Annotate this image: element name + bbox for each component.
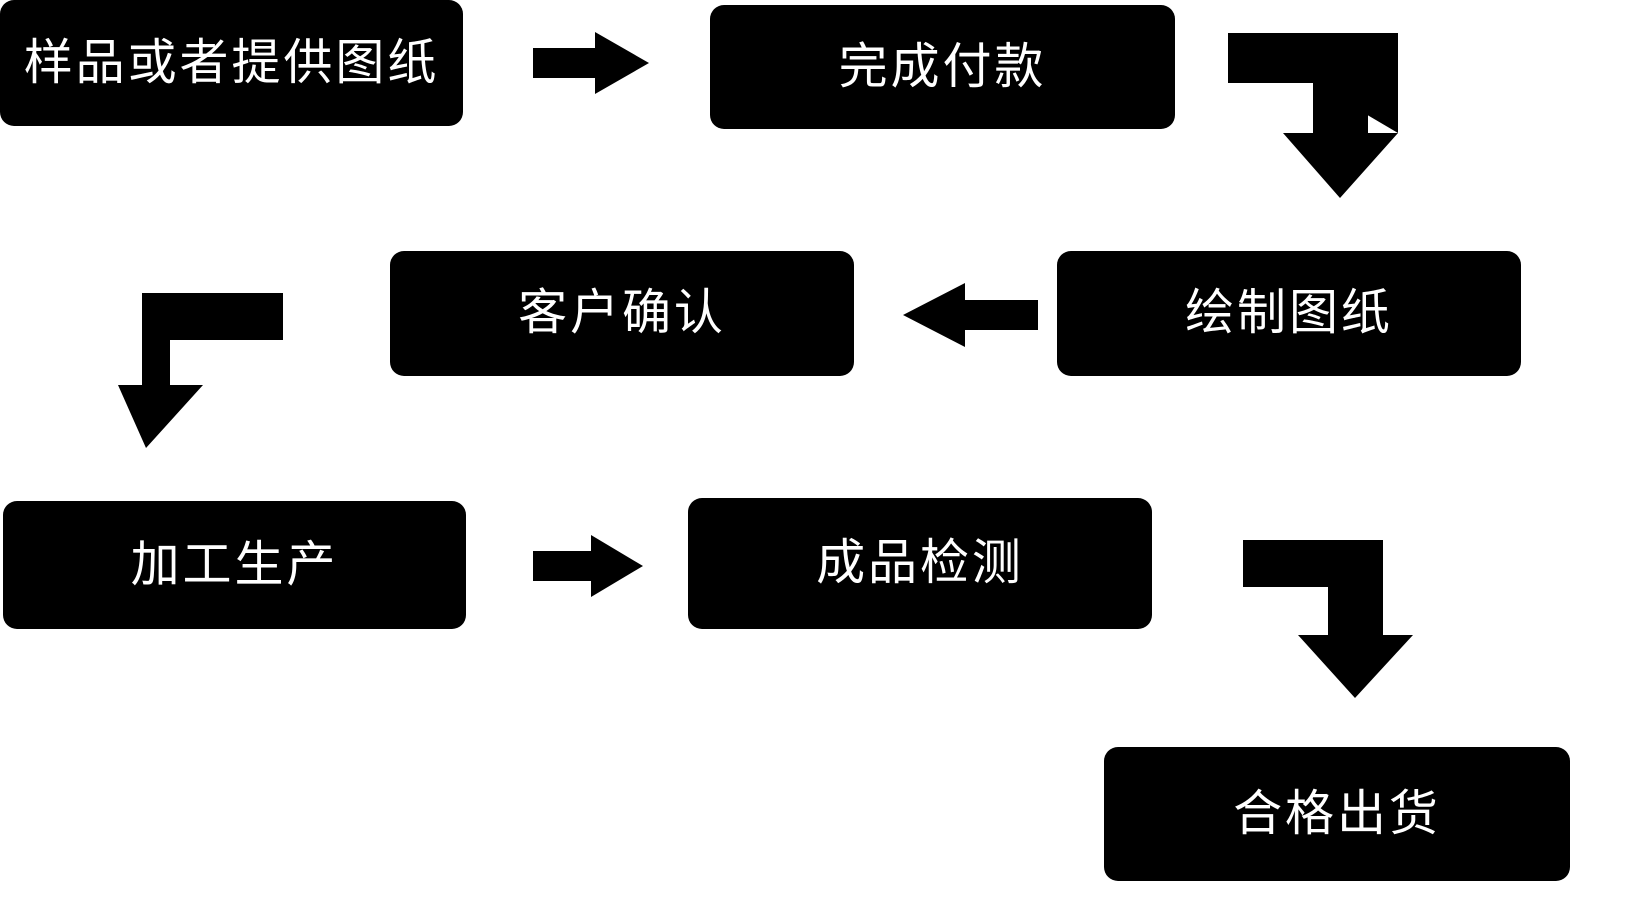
arrow-left-icon xyxy=(903,283,1038,347)
node-processing-production[interactable]: 加工生产 xyxy=(3,501,466,629)
connector-arrow-right-1 xyxy=(533,32,649,94)
connector-arrow-right-2 xyxy=(533,535,643,597)
node-finished-product-inspection[interactable]: 成品检测 xyxy=(688,498,1152,629)
node-complete-payment[interactable]: 完成付款 xyxy=(710,5,1175,129)
node-label-qualified-shipment: 合格出货 xyxy=(1233,786,1441,841)
arrow-right-icon xyxy=(533,32,649,94)
node-label-customer-confirm: 客户确认 xyxy=(518,286,726,340)
connector-elbow-left-down-1 xyxy=(118,293,283,448)
connector-elbow-right-down-1 xyxy=(1228,33,1398,198)
node-label-sample-or-drawing: 样品或者提供图纸 xyxy=(23,35,440,90)
node-sample-or-drawing[interactable]: 样品或者提供图纸 xyxy=(0,0,463,126)
node-customer-confirm[interactable]: 客户确认 xyxy=(390,251,854,376)
node-label-finished-product-inspection: 成品检测 xyxy=(816,536,1024,590)
arrow-right-icon xyxy=(533,535,643,597)
node-label-complete-payment: 完成付款 xyxy=(838,39,1047,94)
connector-arrow-left-1 xyxy=(903,283,1038,347)
elbow-arrow-right-down-icon xyxy=(1243,540,1413,698)
node-label-processing-production: 加工生产 xyxy=(130,537,339,592)
elbow-arrow-left-down-icon xyxy=(118,293,283,448)
node-label-draw-drawing: 绘制图纸 xyxy=(1185,286,1393,340)
node-qualified-shipment[interactable]: 合格出货 xyxy=(1104,747,1570,881)
connector-elbow-right-down-2 xyxy=(1243,540,1413,698)
elbow-arrow-right-down-icon xyxy=(1228,33,1398,198)
node-draw-drawing[interactable]: 绘制图纸 xyxy=(1057,251,1521,376)
